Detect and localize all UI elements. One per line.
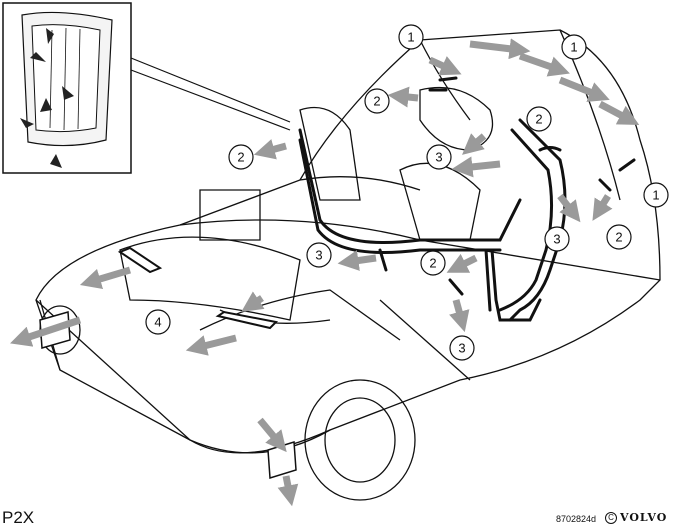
- inset-arrow-icon: [20, 118, 34, 128]
- svg-text:3: 3: [315, 248, 322, 263]
- air-duct-system: [298, 76, 636, 322]
- diagram-reference: 8702824d: [556, 514, 597, 524]
- airflow-arrow-icon: [337, 250, 377, 271]
- airflow-arrow-icon: [558, 76, 610, 102]
- callout-2e: 2: [420, 250, 446, 276]
- airflow-arrow-icon: [253, 139, 287, 160]
- copyright-icon: C: [605, 512, 617, 524]
- airflow-arrow-icon: [462, 133, 487, 155]
- callout-2c: 2: [228, 144, 254, 170]
- airflow-arrow-icon: [428, 56, 462, 76]
- svg-text:2: 2: [237, 150, 244, 165]
- inset-arrow-icon: [50, 154, 62, 168]
- svg-text:1: 1: [570, 40, 577, 55]
- svg-text:3: 3: [435, 150, 442, 165]
- airflow-arrow-icon: [10, 316, 82, 347]
- airflow-arrow-icon: [387, 86, 419, 108]
- svg-text:2: 2: [615, 230, 622, 245]
- svg-text:4: 4: [154, 315, 161, 330]
- inset-arrow-icon: [46, 28, 54, 44]
- airflow-arrow-icon: [79, 266, 132, 290]
- svg-text:2: 2: [373, 94, 380, 109]
- airflow-arrow-icon: [469, 38, 531, 60]
- airflow-arrow-icon: [451, 156, 501, 178]
- airflow-arrow-icon: [518, 52, 570, 77]
- airflow-arrow-icon: [449, 299, 470, 333]
- callout-2d: 2: [606, 224, 632, 250]
- svg-text:3: 3: [553, 232, 560, 247]
- inset-arrow-icon: [62, 86, 74, 100]
- inset-arrow-icon: [40, 98, 52, 112]
- airflow-arrow-icon: [257, 417, 287, 453]
- callout-1b: 1: [561, 34, 587, 60]
- airflow-arrow-icon: [241, 291, 265, 312]
- callout-2b: 2: [526, 106, 552, 132]
- callout-3c: 3: [544, 226, 570, 252]
- inset-arrow-icon: [30, 52, 46, 62]
- airflow-arrow-icon: [557, 193, 581, 223]
- airflow-arrows: [10, 38, 640, 507]
- airflow-arrow-icon: [446, 253, 478, 273]
- airflow-arrow-icon: [277, 475, 299, 507]
- rear-shelf-vent: [117, 246, 279, 330]
- callout-1c: 1: [643, 182, 669, 208]
- airflow-arrow-icon: [598, 100, 640, 125]
- airflow-arrow-icon: [592, 194, 613, 221]
- svg-text:1: 1: [652, 188, 659, 203]
- airflow-arrow-icon: [185, 334, 237, 356]
- svg-text:2: 2: [429, 256, 436, 271]
- callout-3b: 3: [306, 242, 332, 268]
- svg-text:2: 2: [535, 112, 542, 127]
- callout-2a: 2: [364, 88, 390, 114]
- callout-4: 4: [145, 309, 171, 335]
- brand-logo: VOLVO: [620, 511, 668, 524]
- diagram-code: P2X: [2, 508, 35, 527]
- svg-text:1: 1: [407, 30, 414, 45]
- callout-3d: 3: [449, 335, 475, 361]
- callout-3a: 3: [426, 144, 452, 170]
- callout-1a: 1: [398, 24, 424, 50]
- vent-detail-inset: [2, 2, 132, 174]
- svg-text:3: 3: [458, 341, 465, 356]
